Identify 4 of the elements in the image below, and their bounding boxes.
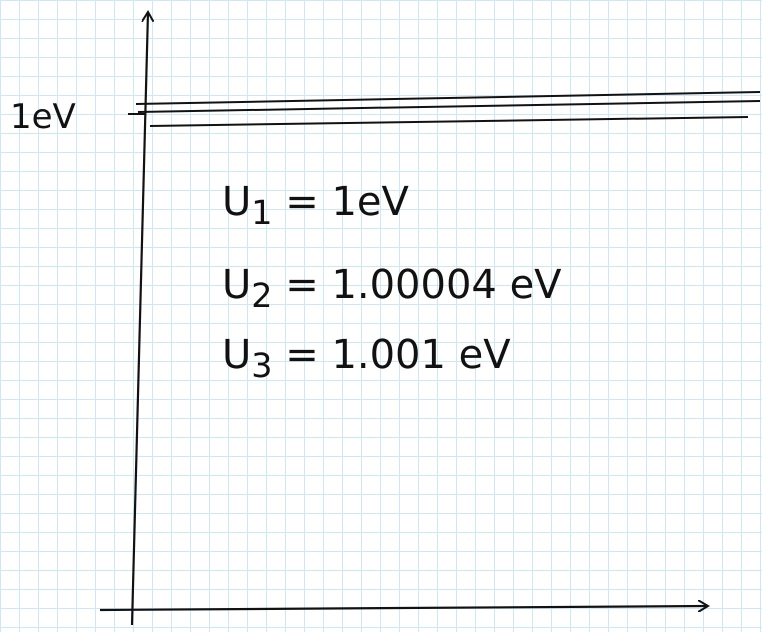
equation: U$_{2}$ = 1.00004 eV [222, 265, 562, 312]
axis-label: 1eV [10, 100, 76, 134]
equation: U$_{3}$ = 1.001 eV [222, 335, 511, 382]
equation: U$_{1}$ = 1eV [222, 182, 409, 230]
